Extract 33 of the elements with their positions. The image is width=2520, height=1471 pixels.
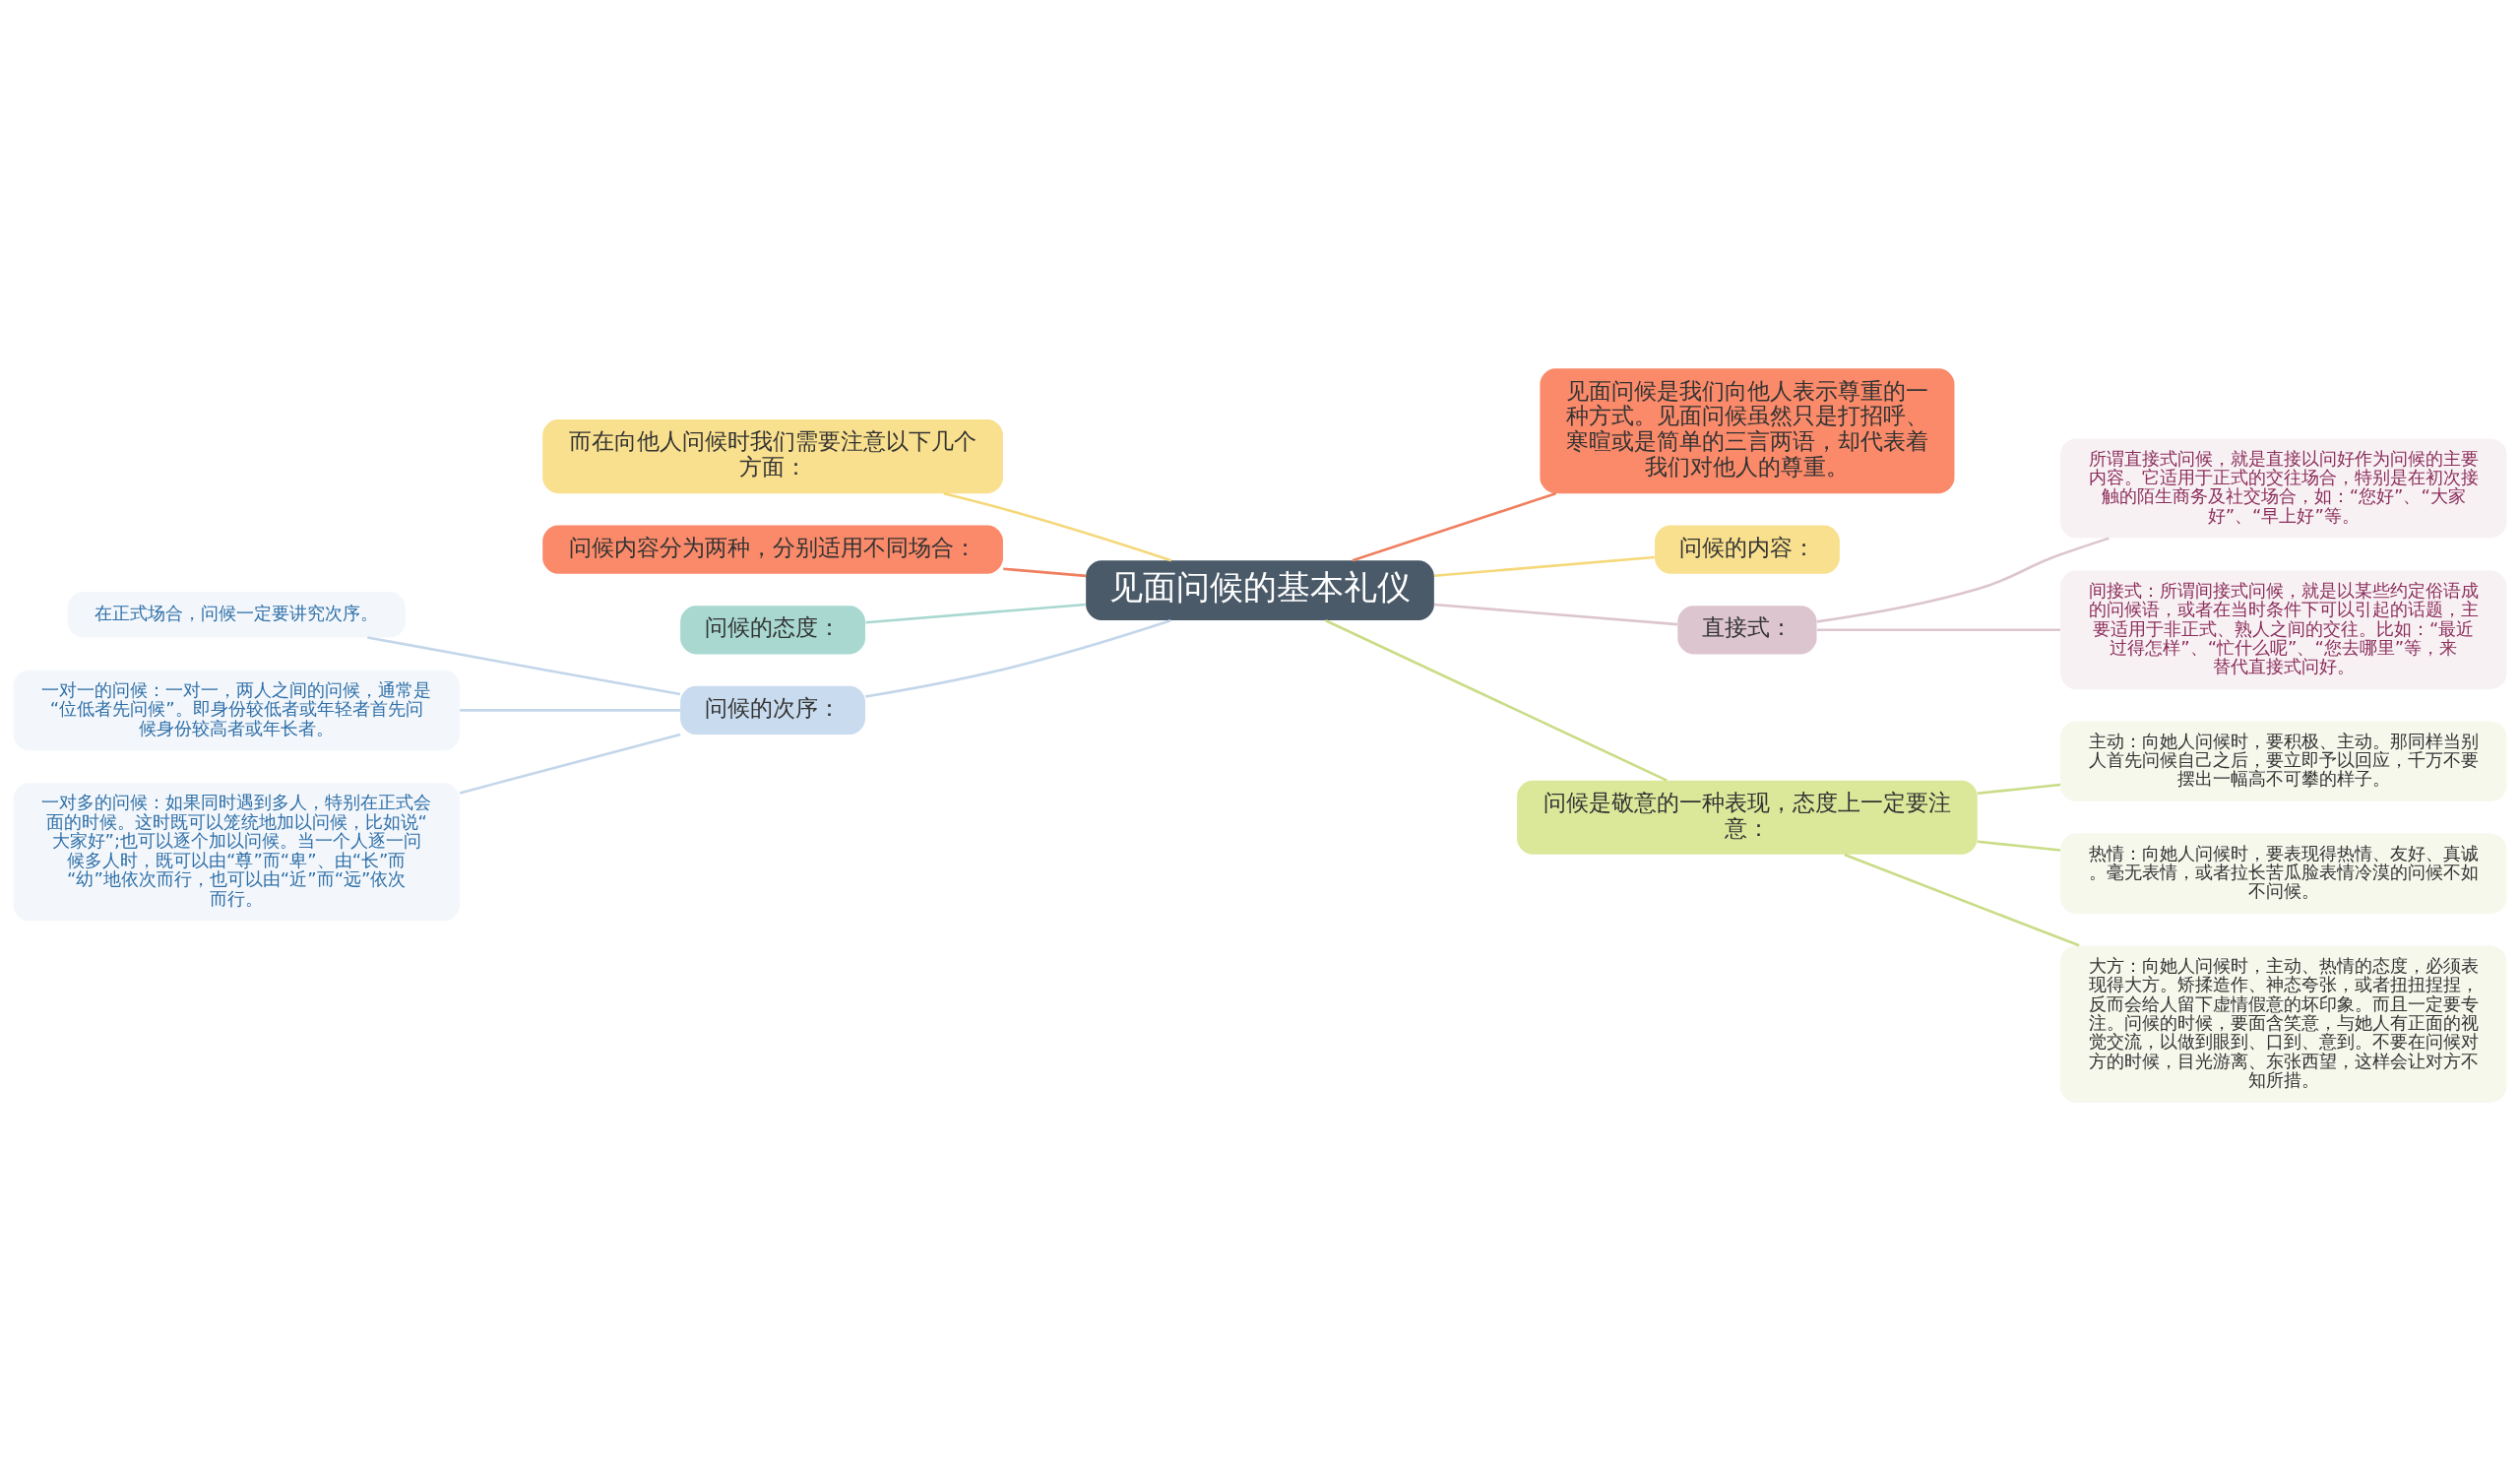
connector [1352,491,1556,562]
connector [367,636,681,696]
node-box: 一对一的问候：一对一，两人之间的问候，通常是“位低者先问候”。即身份较低者或年轻者首先问候身份较高者或年长者。 [13,670,460,751]
connector [1817,628,2060,632]
connector [1816,537,2110,623]
connector [1433,555,1655,578]
node-box: 所谓直接式问候，就是直接以问好作为问候的主要内容。它适用于正式的交往场合，特别是在初次接触的陌生商务及社交场合，如：“您好”、“大家好”、“早上好”等。 [2060,438,2507,539]
node-box: 问候的态度： [680,606,865,655]
node-box: 大方：向她人问候时，主动、热情的态度，必须表现得大方。矫揉造作、神态夸张，或者扭扭捏捏，反而会给人留下虚情假意的坏印象。而且一定要专注。问候的时候，要面含笑意，与她人有正面的视觉交流，以做到眼到、口到、意到。不要在问候对方的时候，目光游离、东张西望，这样会让对方不知所措。 [2060,945,2507,1103]
connector [864,619,1171,698]
node-box: 热情：向她人问候时，要表现得热情、友好、真诚。毫无表情，或者拉长苦瓜脸表情冷漠的问候不如不问候。 [2060,833,2507,915]
connector [1977,840,2061,852]
node-box: 问候的次序： [680,685,865,736]
node-box: 见面问候是我们向他人表示尊重的一种方式。见面问候虽然只是打招呼、寒暄或是简单的三言两语，却代表着我们对他人的尊重。 [1540,368,1955,494]
node-box: 问候是敬意的一种表现，态度上一定要注意： [1517,780,1978,855]
connector [1325,619,1668,782]
connector [459,733,681,795]
connector [1433,603,1678,626]
node-box: 而在向他人问候时我们需要注意以下几个方面： [542,419,1003,494]
node-box: 主动：向她人问候时，要积极、主动。那同样当别人首先问候自己之后，要立即予以回应，千万不要摆出一幅高不可攀的样子。 [2060,721,2507,802]
connector [943,492,1172,562]
node-box: 见面问候的基本礼仪 [1086,560,1434,621]
node-box: 问候的内容： [1655,525,1840,574]
connector [1003,567,1087,578]
connector [1977,783,2061,796]
connector [1844,853,2080,947]
node-box: 一对多的问候：如果同时遇到多人，特别在正式会面的时候。这时既可以笼统地加以问候，比如说“大家好”;也可以逐个加以问候。当一个人逐一问候多人时，既可以由“尊”而“卑”、由“长”而“幼”地依次而行，也可以由“近”而“远”依次而行。 [13,783,460,922]
node-box: 直接式： [1677,606,1817,655]
node-box: 间接式：所谓间接式问候，就是以某些约定俗语成的问候语，或者在当时条件下可以引起的话题，主要适用于非正式、熟人之间的交往。比如：“最近过得怎样”、“忙什么呢”、“您去哪里”等，来替代直接式问好。 [2060,570,2507,690]
node-box: 在正式场合，问候一定要讲究次序。 [67,591,406,638]
connector [865,603,1086,624]
node-box: 问候内容分为两种，分别适用不同场合： [542,525,1003,574]
connector [460,709,681,712]
